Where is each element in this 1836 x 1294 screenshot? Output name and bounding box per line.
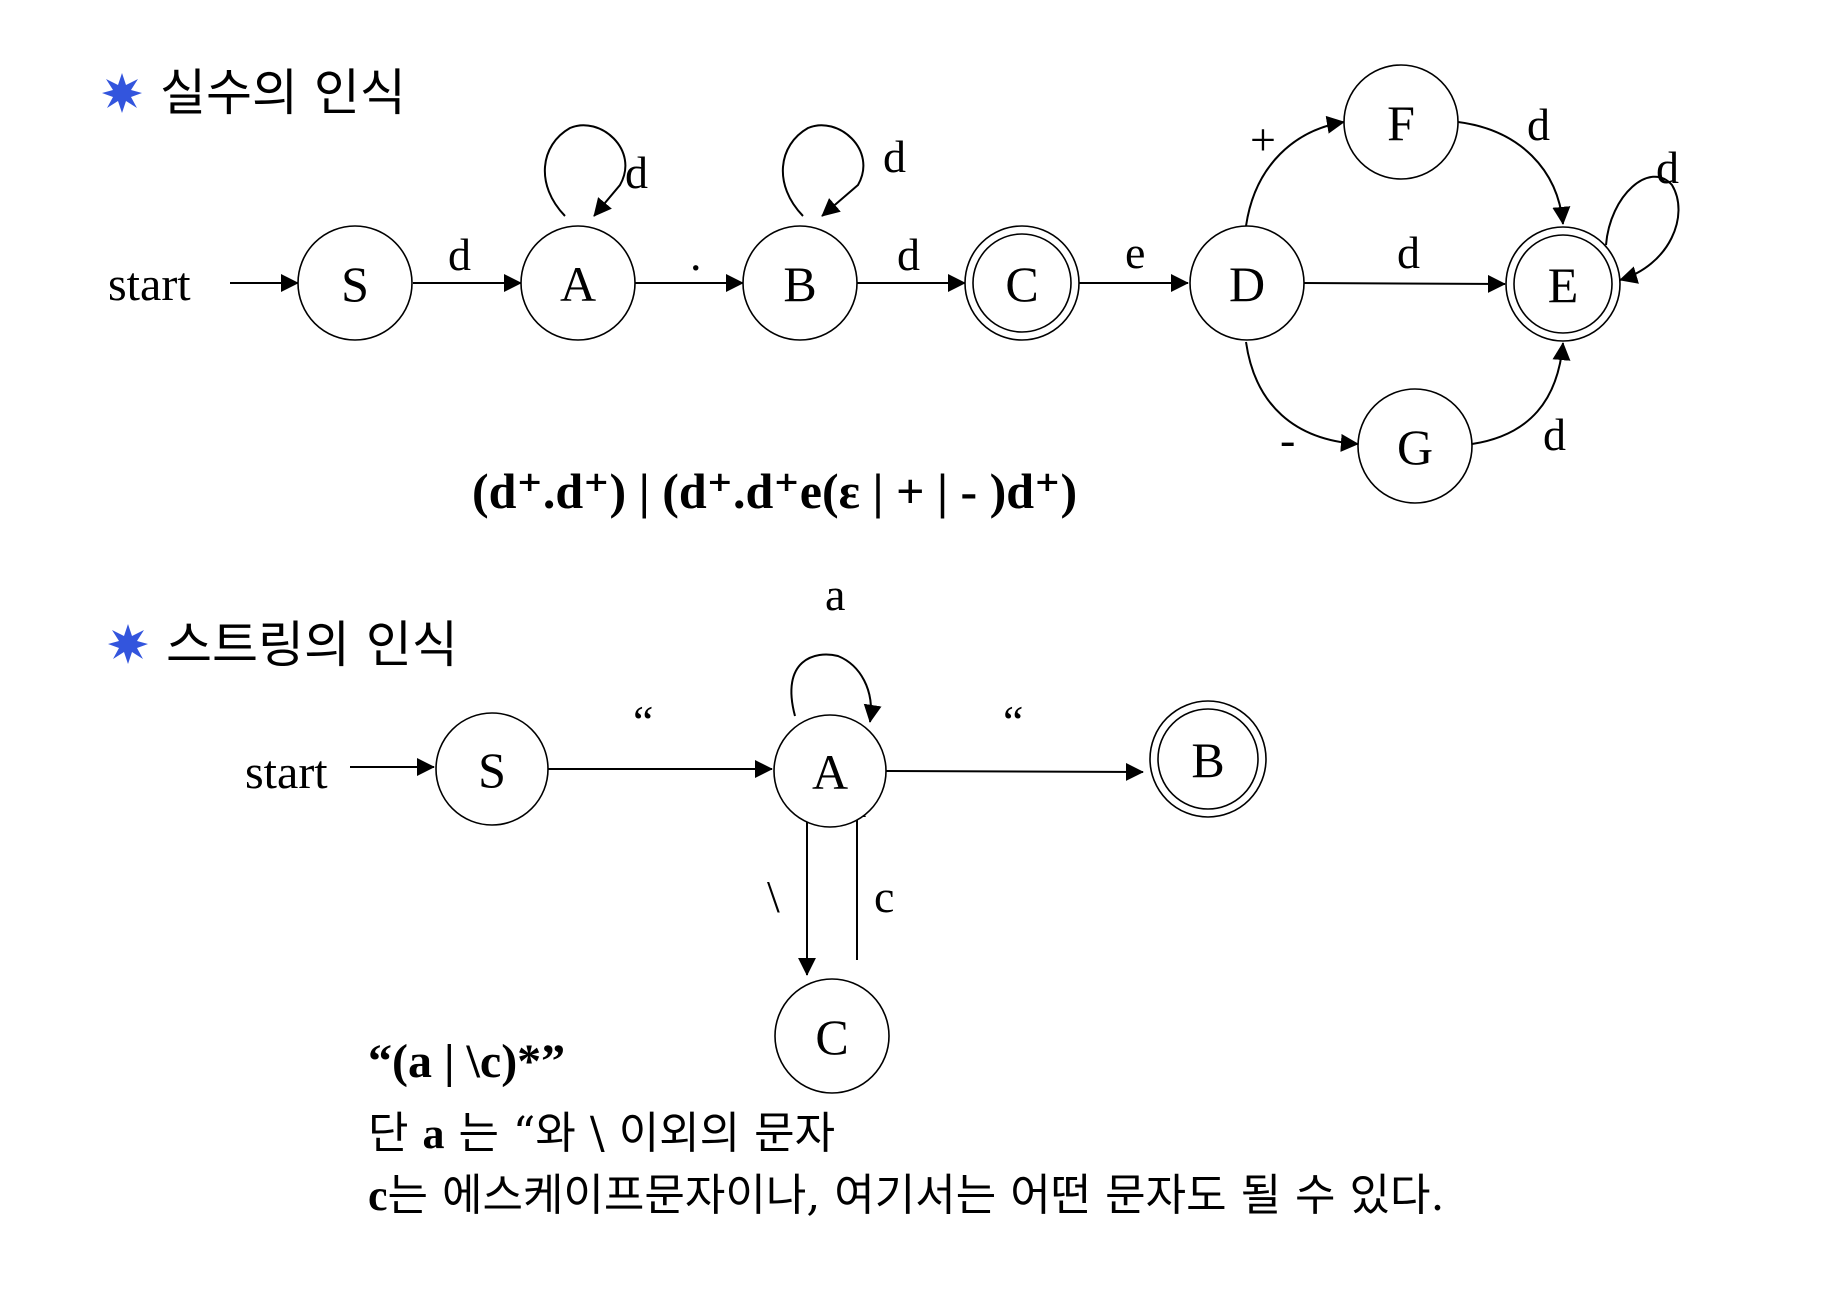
- note-line-2-bold: c: [368, 1171, 388, 1220]
- real-number-heading: 실수의 인식: [160, 64, 406, 122]
- state-e-label: E: [1548, 257, 1579, 313]
- edge-label-s2-a2: “: [633, 696, 653, 747]
- edge-label-d-g: -: [1280, 414, 1295, 465]
- edge-label-a-loop: d: [625, 147, 648, 198]
- note-line-1-prefix: 단: [368, 1108, 422, 1159]
- state-c2-label: C: [815, 1009, 848, 1065]
- note-line-2-rest: 는 에스케이프문자이나, 여기서는 어떤 문자도 될 수 있다.: [388, 1170, 1445, 1221]
- note-line-1: 단 a 는 “와 \ 이외의 문자: [368, 1108, 835, 1159]
- state-c-accepting: C: [964, 225, 1080, 341]
- state-d-label: D: [1229, 256, 1265, 312]
- star-bullet-icon: [102, 73, 142, 113]
- state-c2: C: [774, 978, 890, 1094]
- edge-d-g: [1245, 341, 1359, 452]
- edge-a2-b2: [885, 762, 1144, 781]
- edge-label-d-f: +: [1250, 114, 1276, 165]
- string-regex: “(a | \c)*”: [368, 1035, 565, 1088]
- edge-label-a-b: .: [690, 229, 702, 280]
- edge-a-loop: [543, 124, 627, 217]
- edge-label-b-c: d: [897, 229, 920, 280]
- edge-label-a2-loop: a: [825, 569, 845, 620]
- note-line-2: c는 에스케이프문자이나, 여기서는 어떤 문자도 될 수 있다.: [368, 1170, 1444, 1221]
- state-g-label: G: [1397, 419, 1433, 475]
- state-s2: S: [435, 712, 549, 826]
- state-b2-label: B: [1191, 732, 1224, 788]
- state-e-accepting: E: [1505, 226, 1621, 342]
- edge-label-b-loop: d: [883, 131, 906, 182]
- edge-label-g-e: d: [1543, 409, 1566, 460]
- edge-label-c2-a2: c: [874, 871, 894, 922]
- start-label: start: [108, 258, 191, 311]
- edge-g-e: [1471, 342, 1571, 445]
- edge-label-d-e: d: [1397, 227, 1420, 278]
- real-number-regex: (d⁺.d⁺) | (d⁺.d⁺e(ε | + | - )d⁺): [472, 463, 1077, 519]
- note-line-1-rest: 는 “와 \ 이외의 문자: [444, 1108, 835, 1159]
- state-a-label: A: [560, 256, 596, 312]
- state-g: G: [1357, 388, 1473, 504]
- state-a2: A: [773, 714, 887, 828]
- start-label-2: start: [245, 746, 328, 799]
- edge-e-loop: [1605, 175, 1680, 284]
- edge-label-s-a: d: [448, 229, 471, 280]
- state-a2-label: A: [812, 744, 848, 800]
- state-a: A: [520, 225, 636, 341]
- note-line-1-bold: a: [422, 1109, 444, 1158]
- state-b-label: B: [783, 256, 816, 312]
- state-d: D: [1189, 225, 1305, 341]
- edge-d-e: [1303, 274, 1506, 293]
- state-f: F: [1343, 64, 1459, 180]
- edge-label-c-d: e: [1125, 227, 1145, 278]
- edge-label-a2-b2: “: [1003, 696, 1023, 747]
- edge-label-f-e: d: [1527, 99, 1550, 150]
- edge-label-a2-c2: \: [767, 871, 780, 922]
- state-s-label: S: [341, 256, 369, 312]
- edge-f-e: [1457, 121, 1571, 225]
- edge-label-e-loop: d: [1656, 142, 1679, 193]
- string-heading: 스트링의 인식: [166, 616, 458, 674]
- state-s2-label: S: [478, 742, 506, 798]
- edge-d-f: [1245, 115, 1345, 227]
- state-c-label: C: [1005, 256, 1038, 312]
- edge-b-loop: [781, 124, 865, 217]
- edge-a2-loop: [790, 653, 882, 723]
- star-bullet-icon: [108, 624, 148, 664]
- state-s: S: [297, 225, 413, 341]
- state-f-label: F: [1387, 95, 1415, 151]
- state-b: B: [742, 225, 858, 341]
- state-b2-accepting: B: [1149, 700, 1267, 818]
